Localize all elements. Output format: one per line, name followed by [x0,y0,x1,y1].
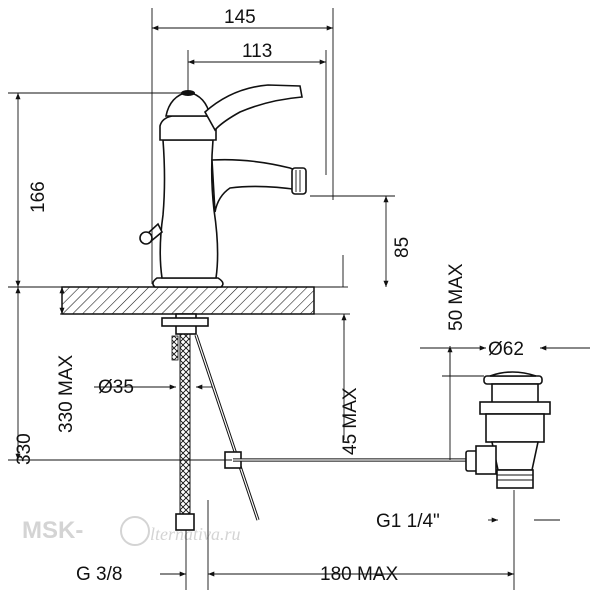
watermark-site: lternativa.ru [150,524,241,544]
faucet-body [139,84,307,288]
dim-62-label: Ø62 [488,339,524,360]
watermark-logo-icon [120,516,150,546]
dim-180-max-label: 180 MAX [320,564,398,585]
dim-50-max-label: 50 MAX [446,263,467,331]
deck-section [60,286,340,315]
dim-330-label: 330 [14,433,35,465]
dim-g38-label: G 3/8 [76,564,122,585]
dimension-lines [8,8,590,590]
dim-166-label: 166 [28,181,49,213]
under-deck-assembly [161,313,468,531]
dim-g1-label: G1 1/4" [376,511,440,532]
dim-85-label: 85 [392,237,413,258]
dim-113-label: 113 [242,41,272,62]
dimension-labels: 145 113 166 85 330 MAX 330 Ø35 45 MAX 50… [14,7,524,585]
dim-35-label: Ø35 [98,377,134,398]
dim-145-label: 145 [224,7,256,28]
watermark-brand: MSK- [22,517,83,544]
watermark: MSK- lternativa.ru [22,516,241,546]
drain-assembly [465,371,551,489]
dim-330-max-label: 330 MAX [56,355,77,433]
dim-45-max-label: 45 MAX [340,387,361,455]
